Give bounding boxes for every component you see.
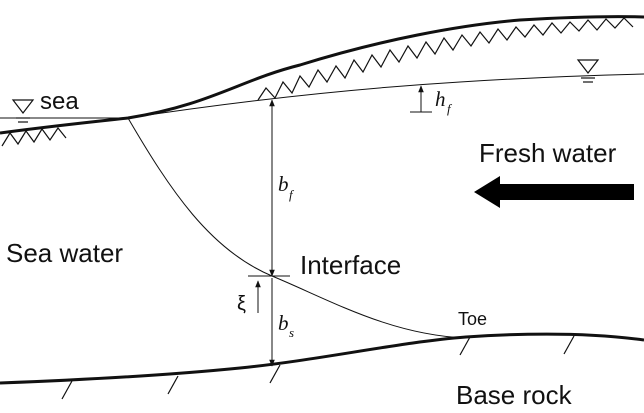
interface-curve [127,117,467,339]
sea-water-label: Sea water [6,238,123,268]
ground-hatching-right [257,17,634,101]
xi-symbol: ξ [237,293,246,315]
fresh-water-level-icon [576,59,600,83]
base-rock-label: Base rock [456,380,573,410]
sea-water-level-icon [11,99,35,123]
interface-label: Interface [300,250,401,280]
sea-label: sea [40,88,79,115]
bf-subscript: f [289,187,295,202]
ground-hatching-left [1,126,67,147]
water-table-line [127,73,644,119]
bs-symbol: b [278,311,289,335]
base-rock-line [0,332,644,385]
fresh-water-label: Fresh water [479,138,617,168]
flow-arrow-icon [474,176,634,208]
base-rock-ticks [61,335,575,400]
bf-symbol: b [278,172,289,196]
bs-subscript: s [289,325,294,340]
toe-label: Toe [458,309,487,329]
ground-surface [0,15,644,135]
hf-symbol: h [435,87,446,111]
hf-subscript: f [447,101,453,116]
